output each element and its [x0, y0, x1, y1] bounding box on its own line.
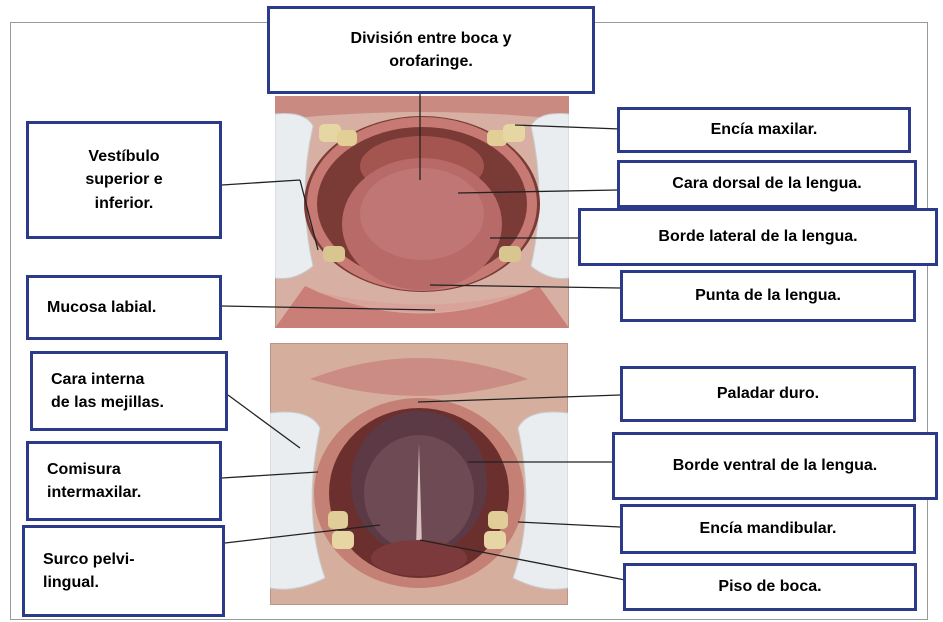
label-text: Vestíbulo superior e inferior. [85, 145, 162, 215]
label-borde-ventral-lengua: Borde ventral de la lengua. [612, 432, 938, 500]
label-vestibulo: Vestíbulo superior e inferior. [26, 121, 222, 239]
label-encia-maxilar: Encía maxilar. [617, 107, 911, 153]
label-comisura-intermaxilar: Comisura intermaxilar. [26, 441, 222, 521]
label-text: Surco pelvi- lingual. [43, 548, 135, 594]
label-text: Paladar duro. [717, 382, 819, 405]
label-borde-lateral-lengua: Borde lateral de la lengua. [578, 208, 938, 266]
label-text: Borde ventral de la lengua. [673, 454, 878, 477]
label-punta-lengua: Punta de la lengua. [620, 270, 916, 322]
label-text: Encía maxilar. [711, 118, 818, 141]
photo-tongue-dorsal [275, 96, 569, 328]
label-text: Punta de la lengua. [695, 284, 841, 307]
photo-tongue-ventral [270, 343, 568, 605]
label-text: Encía mandibular. [700, 517, 837, 540]
label-text: Cara interna de las mejillas. [51, 368, 164, 414]
label-piso-boca: Piso de boca. [623, 563, 917, 611]
label-cara-interna-mejillas: Cara interna de las mejillas. [30, 351, 228, 431]
label-text: Mucosa labial. [47, 296, 156, 319]
label-encia-mandibular: Encía mandibular. [620, 504, 916, 554]
label-paladar-duro: Paladar duro. [620, 366, 916, 422]
label-text: Borde lateral de la lengua. [658, 225, 857, 248]
label-text: Cara dorsal de la lengua. [672, 172, 861, 195]
label-text: Comisura intermaxilar. [47, 458, 141, 504]
label-surco-pelvi-lingual: Surco pelvi- lingual. [22, 525, 225, 617]
label-cara-dorsal-lengua: Cara dorsal de la lengua. [617, 160, 917, 208]
label-mucosa-labial: Mucosa labial. [26, 275, 222, 340]
label-division-boca-orofaringe: División entre boca y orofaringe. [267, 6, 595, 94]
label-text: División entre boca y orofaringe. [351, 27, 512, 73]
label-text: Piso de boca. [718, 575, 821, 598]
